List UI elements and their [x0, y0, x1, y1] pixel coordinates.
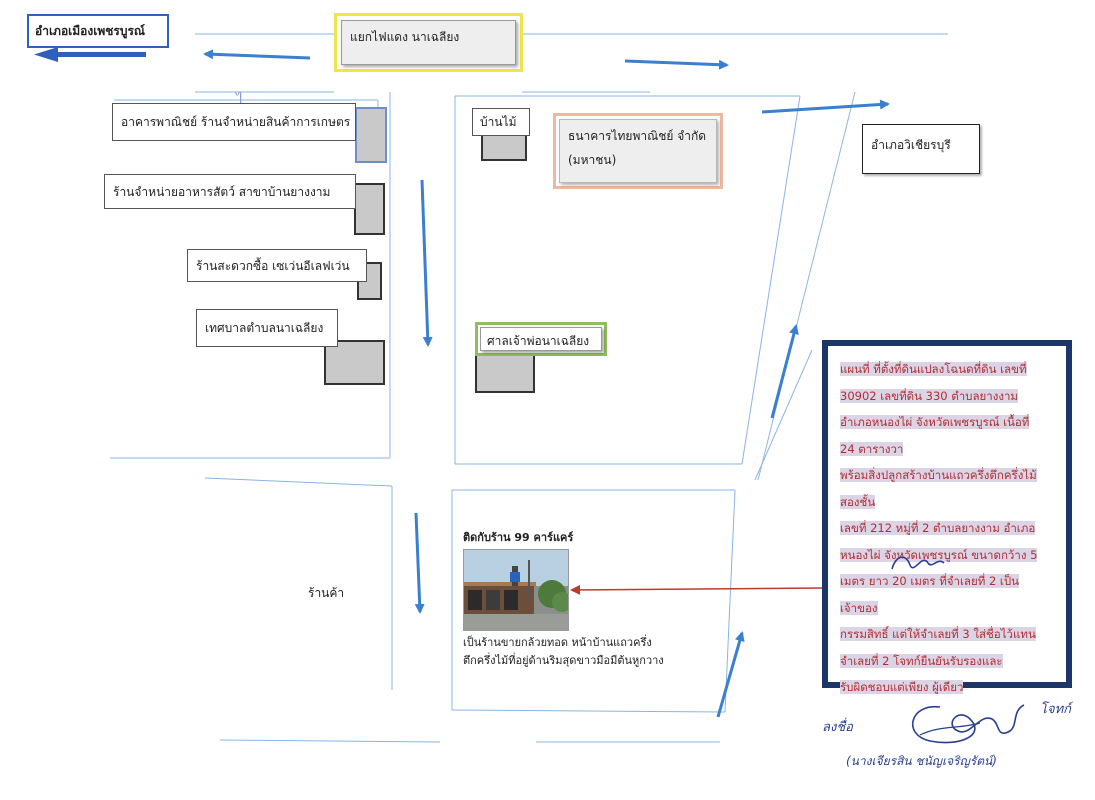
bank-name-line1: ธนาคารไทยพาณิชย์ จำกัด	[568, 129, 707, 143]
feed-shop-label: ร้านจำหน่ายอาหารสัตว์ สาขาบ้านยางงาม	[104, 174, 356, 209]
junction-label: แยกไฟแดง นาเฉลียง	[334, 13, 523, 72]
arrow-west-city	[34, 47, 146, 62]
property-caption-bottom: เป็นร้านขายกล้วยทอด หน้าบ้านแถวครึ่ง ตึก…	[463, 634, 664, 670]
property-info-line: หนองไผ่ จังหวัดเพชรบูรณ์ ขนาดกว้าง 5	[840, 542, 1052, 569]
property-pointer	[570, 584, 823, 595]
property-info-line-text: 30902 เลขที่ดิน 330 ตำบลยางงาม	[840, 388, 1018, 403]
property-info-line: 30902 เลขที่ดิน 330 ตำบลยางงาม	[840, 383, 1052, 410]
property-info-line: 24 ตารางวา	[840, 436, 1052, 463]
arrow-west-top	[203, 49, 311, 60]
district-east-label: อำเภอวิเชียรบุรี	[862, 124, 980, 174]
arrow-east-right	[761, 99, 890, 114]
property-info-line-text: แผนที่ ที่ตั้งที่ดินแปลงโฉนดที่ดิน เลขที…	[840, 362, 1027, 376]
faint-mark: ไ	[234, 91, 244, 110]
property-photo	[463, 549, 569, 631]
building-feed-shop	[354, 183, 385, 235]
property-info-line: สองชั้น	[840, 489, 1052, 516]
property-info-line: พร้อมสิ่งปลูกสร้างบ้านแถวครึ่งตึกครึ่งไม…	[840, 462, 1052, 489]
property-info-text: แผนที่ ที่ตั้งที่ดินแปลงโฉนดที่ดิน เลขที…	[840, 356, 1052, 701]
property-info-line-text: จำเลยที่ 2 โจทก์ยืนยันรับรองและ	[840, 653, 1003, 668]
shrine-label-text: ศาลเจ้าพ่อนาเฉลียง	[480, 327, 602, 351]
signature-name: (นางเจียรสิน ชนัญเจริญรัตน์)	[846, 754, 997, 768]
property-info-line: แผนที่ ที่ตั้งที่ดินแปลงโฉนดที่ดิน เลขที…	[840, 356, 1052, 383]
wood-house-label: บ้านไม้	[472, 108, 530, 136]
arrow-east-top	[624, 59, 729, 70]
arrow-south-lower	[414, 512, 425, 614]
property-info-line: รับผิดชอบแต่เพียง ผู้เดียว	[840, 674, 1052, 701]
building-shrine	[475, 351, 535, 393]
property-info-line: กรรมสิทธิ์ แต่ให้จำเลยที่ 3 ใส่ชื่อไว้แท…	[840, 621, 1052, 648]
shrine-label: ศาลเจ้าพ่อนาเฉลียง	[475, 322, 607, 356]
bank-label: ธนาคารไทยพาณิชย์ จำกัด (มหาชน)	[553, 113, 723, 189]
municipality-label: เทศบาลตำบลนาเฉลียง	[196, 309, 338, 347]
building-agri-shop	[355, 107, 387, 163]
arrow-north-lower	[716, 631, 745, 718]
property-caption-top: ติดกับร้าน 99 คาร์แคร์	[463, 531, 574, 544]
bank-name-line2: (มหาชน)	[568, 153, 617, 167]
property-caption-bottom-line2: ตึกครึ่งไม้ที่อยู่ด้านริมสุดขาวมือมีต้นห…	[463, 654, 664, 667]
signature-prefix: ลงชื่อ	[822, 720, 853, 735]
agri-shop-label: อาคารพาณิชย์ ร้านจำหน่ายสินค้าการเกษตร	[112, 103, 356, 141]
property-info-line-text: อำเภอหนองไผ่ จังหวัดเพชรบูรณ์ เนื้อที่	[840, 415, 1030, 429]
arrow-south-center	[420, 179, 433, 347]
property-caption-bottom-line1: เป็นร้านขายกล้วยทอด หน้าบ้านแถวครึ่ง	[463, 636, 652, 649]
property-info-line-text: หนองไผ่ จังหวัดเพชรบูรณ์ ขนาดกว้าง 5	[840, 547, 1038, 562]
seven-eleven-label: ร้านสะดวกซื้อ เซเว่นอีเลฟเว่น	[187, 249, 367, 282]
building-municipality	[324, 340, 385, 385]
bank-label-text: ธนาคารไทยพาณิชย์ จำกัด (มหาชน)	[559, 119, 717, 183]
property-info-line: เลขที่ 212 หมู่ที่ 2 ตำบลยางงาม อำเภอ	[840, 515, 1052, 542]
property-info-line-text: 24 ตารางวา	[840, 441, 904, 456]
property-info-line-text: กรรมสิทธิ์ แต่ให้จำเลยที่ 3 ใส่ชื่อไว้แท…	[840, 627, 1036, 641]
signature-suffix: โจทก์	[1040, 702, 1072, 717]
property-info-line: เมตร ยาว 20 เมตร ที่จำเลยที่ 2 เป็นเจ้าข…	[840, 568, 1052, 621]
building-wood-house	[481, 131, 527, 161]
shop-label: ร้านค้า	[308, 586, 345, 600]
junction-label-text: แยกไฟแดง นาเฉลียง	[341, 20, 516, 65]
property-info-line: อำเภอหนองไผ่ จังหวัดเพชรบูรณ์ เนื้อที่	[840, 409, 1052, 436]
city-label: อำเภอเมืองเพชรบูรณ์	[27, 14, 169, 48]
property-info-line-text: สองชั้น	[840, 494, 876, 509]
property-info-line: จำเลยที่ 2 โจทก์ยืนยันรับรองและ	[840, 648, 1052, 675]
property-info-line-text: เลขที่ 212 หมู่ที่ 2 ตำบลยางงาม อำเภอ	[840, 521, 1036, 535]
property-info-line-text: รับผิดชอบแต่เพียง ผู้เดียว	[840, 680, 964, 694]
handwritten-signature	[911, 704, 1025, 744]
property-info-line-text: เมตร ยาว 20 เมตร ที่จำเลยที่ 2 เป็นเจ้าข…	[840, 574, 1020, 615]
property-info-line-text: พร้อมสิ่งปลูกสร้างบ้านแถวครึ่งตึกครึ่งไม…	[840, 468, 1037, 482]
arrow-north-right	[770, 324, 799, 419]
property-info-box: แผนที่ ที่ตั้งที่ดินแปลงโฉนดที่ดิน เลขที…	[822, 340, 1072, 694]
handwritten-mark	[891, 556, 945, 570]
traffic-arrows	[203, 49, 890, 718]
